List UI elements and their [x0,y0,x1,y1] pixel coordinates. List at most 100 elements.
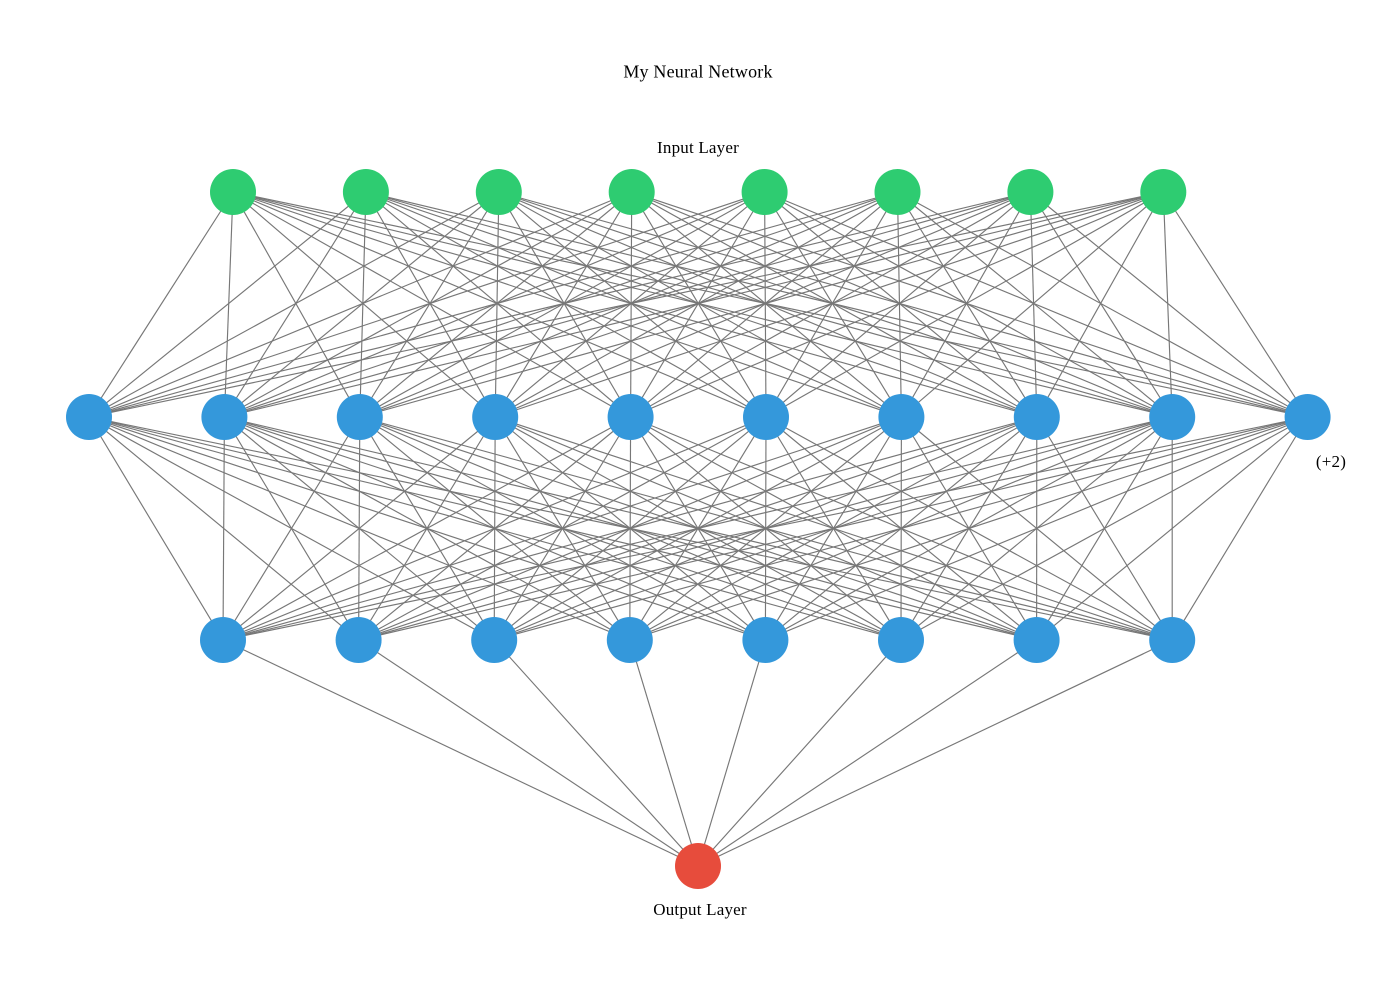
connection-line [232,191,767,418]
hidden-neuron [201,394,248,440]
hidden-neuron [336,394,383,440]
input-neuron [608,169,655,215]
layer-input-nodes [210,169,1187,215]
hidden-neuron [1013,617,1060,663]
connection-line [631,191,1038,418]
connection-line [88,191,1031,418]
connection-line [222,639,699,867]
hidden-neuron [607,394,654,440]
connection-line [224,191,1164,418]
hidden-neuron [66,394,112,440]
connection-line [631,191,902,418]
hidden-neuron [743,394,789,440]
connection-line [222,416,902,641]
connection-line [222,416,767,641]
connection-line [365,191,1037,418]
connection-line [222,416,225,641]
input-neuron [210,169,256,215]
connection-line [498,191,1038,418]
connection-line [630,191,1164,418]
connection-line [765,191,1164,418]
connection-line [88,191,1164,418]
connection-line [498,191,902,418]
connection-line [498,191,632,418]
connection-line [88,191,765,418]
connection-line [897,191,1308,418]
connection-line [697,639,902,867]
connection-line [764,191,1038,418]
connection-line [1030,191,1308,418]
hidden-neuron [878,617,924,663]
connection-line [897,191,1173,418]
layer-hidden-1-nodes [66,394,1331,440]
connection-line [630,191,766,418]
connection-line [358,416,1308,641]
connection-line [88,191,632,418]
connection-line [359,191,1164,418]
connections-input-to-hidden-1 [88,191,1309,418]
connection-line [897,191,1038,418]
connections-hidden-1-to-hidden-2 [88,416,1309,641]
hidden-neuron [606,617,653,663]
connection-line [498,191,1173,418]
connection-line [222,416,1308,641]
connection-line [1171,416,1309,641]
connection-line [88,191,367,418]
hidden-layer-truncation-label: (+2) [1315,452,1347,471]
connection-line [631,191,1173,418]
hidden-neuron [200,617,246,663]
connection-line [494,416,1308,641]
connection-line [222,416,1037,641]
connection-line [1036,416,1308,641]
hidden-neuron [471,617,518,663]
connection-line [697,639,1037,867]
connection-line [365,191,631,418]
layer-hidden-2-nodes [200,617,1196,663]
connection-line [495,191,1164,418]
input-neuron [475,169,522,215]
diagram-title: My Neural Network [623,61,773,82]
hidden-neuron [472,394,519,440]
connection-line [365,191,496,418]
connection-line [222,416,1173,641]
connection-line [222,416,631,641]
hidden-neuron [1284,394,1331,440]
output-neuron [675,843,721,889]
connection-line [901,191,1164,418]
connection-line [900,416,1308,641]
connection-line [631,191,1308,418]
input-neuron [741,169,788,215]
hidden-neuron [1149,617,1196,663]
connection-line [498,191,767,418]
connection-line [629,639,699,867]
output-layer-label: Output Layer [653,900,747,919]
input-neuron [1140,169,1187,215]
connection-line [88,191,898,418]
connections-hidden-2-to-output [222,639,1173,867]
hidden-neuron [1013,394,1060,440]
hidden-neuron [335,617,382,663]
connection-line [764,191,1308,418]
connection-line [359,191,500,418]
connection-line [88,191,500,418]
connection-line [232,191,361,418]
input-neuron [874,169,921,215]
hidden-neuron [1149,394,1196,440]
connection-line [629,416,1308,641]
connection-line [232,191,631,418]
connection-line [232,191,902,418]
connection-line [1162,191,1173,418]
connection-line [631,191,767,418]
connection-line [493,639,699,867]
connection-line [222,416,361,641]
connection-line [1036,191,1164,418]
layer-output-nodes [675,843,721,889]
hidden-neuron [878,394,925,440]
connection-line [630,191,633,418]
input-neuron [342,169,389,215]
connection-line [697,639,1173,867]
connection-line [494,191,633,418]
connection-line [358,639,699,867]
